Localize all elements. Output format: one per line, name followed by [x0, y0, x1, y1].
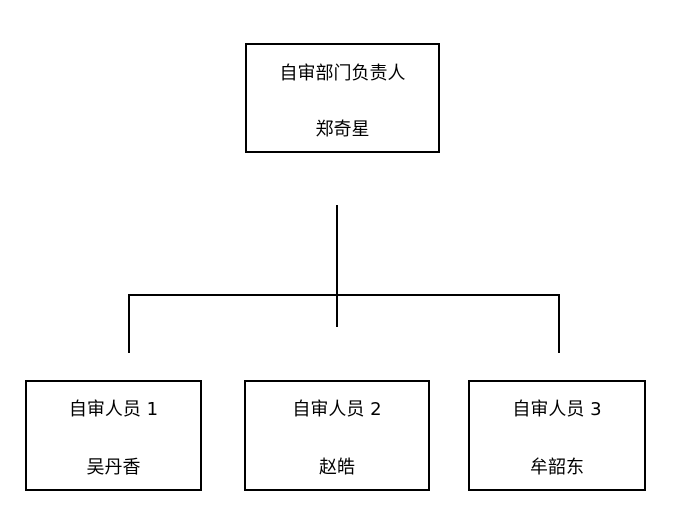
member-role-label: 自审人员 2 — [292, 399, 382, 420]
member-role-label: 自审人员 1 — [68, 399, 159, 420]
connector-drop-right — [558, 294, 560, 353]
connector-drop-left — [128, 294, 130, 353]
head-role-label: 自审部门负责人 — [279, 63, 406, 84]
member-node-1: 自审人员 1 吴丹香 — [25, 380, 202, 491]
member-node-3: 自审人员 3 牟韶东 — [468, 380, 646, 491]
member-person-name: 牟韶东 — [530, 457, 584, 478]
member-node-2: 自审人员 2 赵皓 — [244, 380, 430, 491]
head-node: 自审部门负责人 郑奇星 — [245, 43, 440, 153]
member-person-name: 赵皓 — [319, 457, 355, 478]
member-role-label: 自审人员 3 — [512, 399, 602, 420]
head-person-name: 郑奇星 — [315, 119, 370, 140]
connector-trunk — [336, 205, 338, 327]
member-person-name: 吴丹香 — [86, 457, 141, 478]
connector-crossbar — [128, 294, 560, 296]
